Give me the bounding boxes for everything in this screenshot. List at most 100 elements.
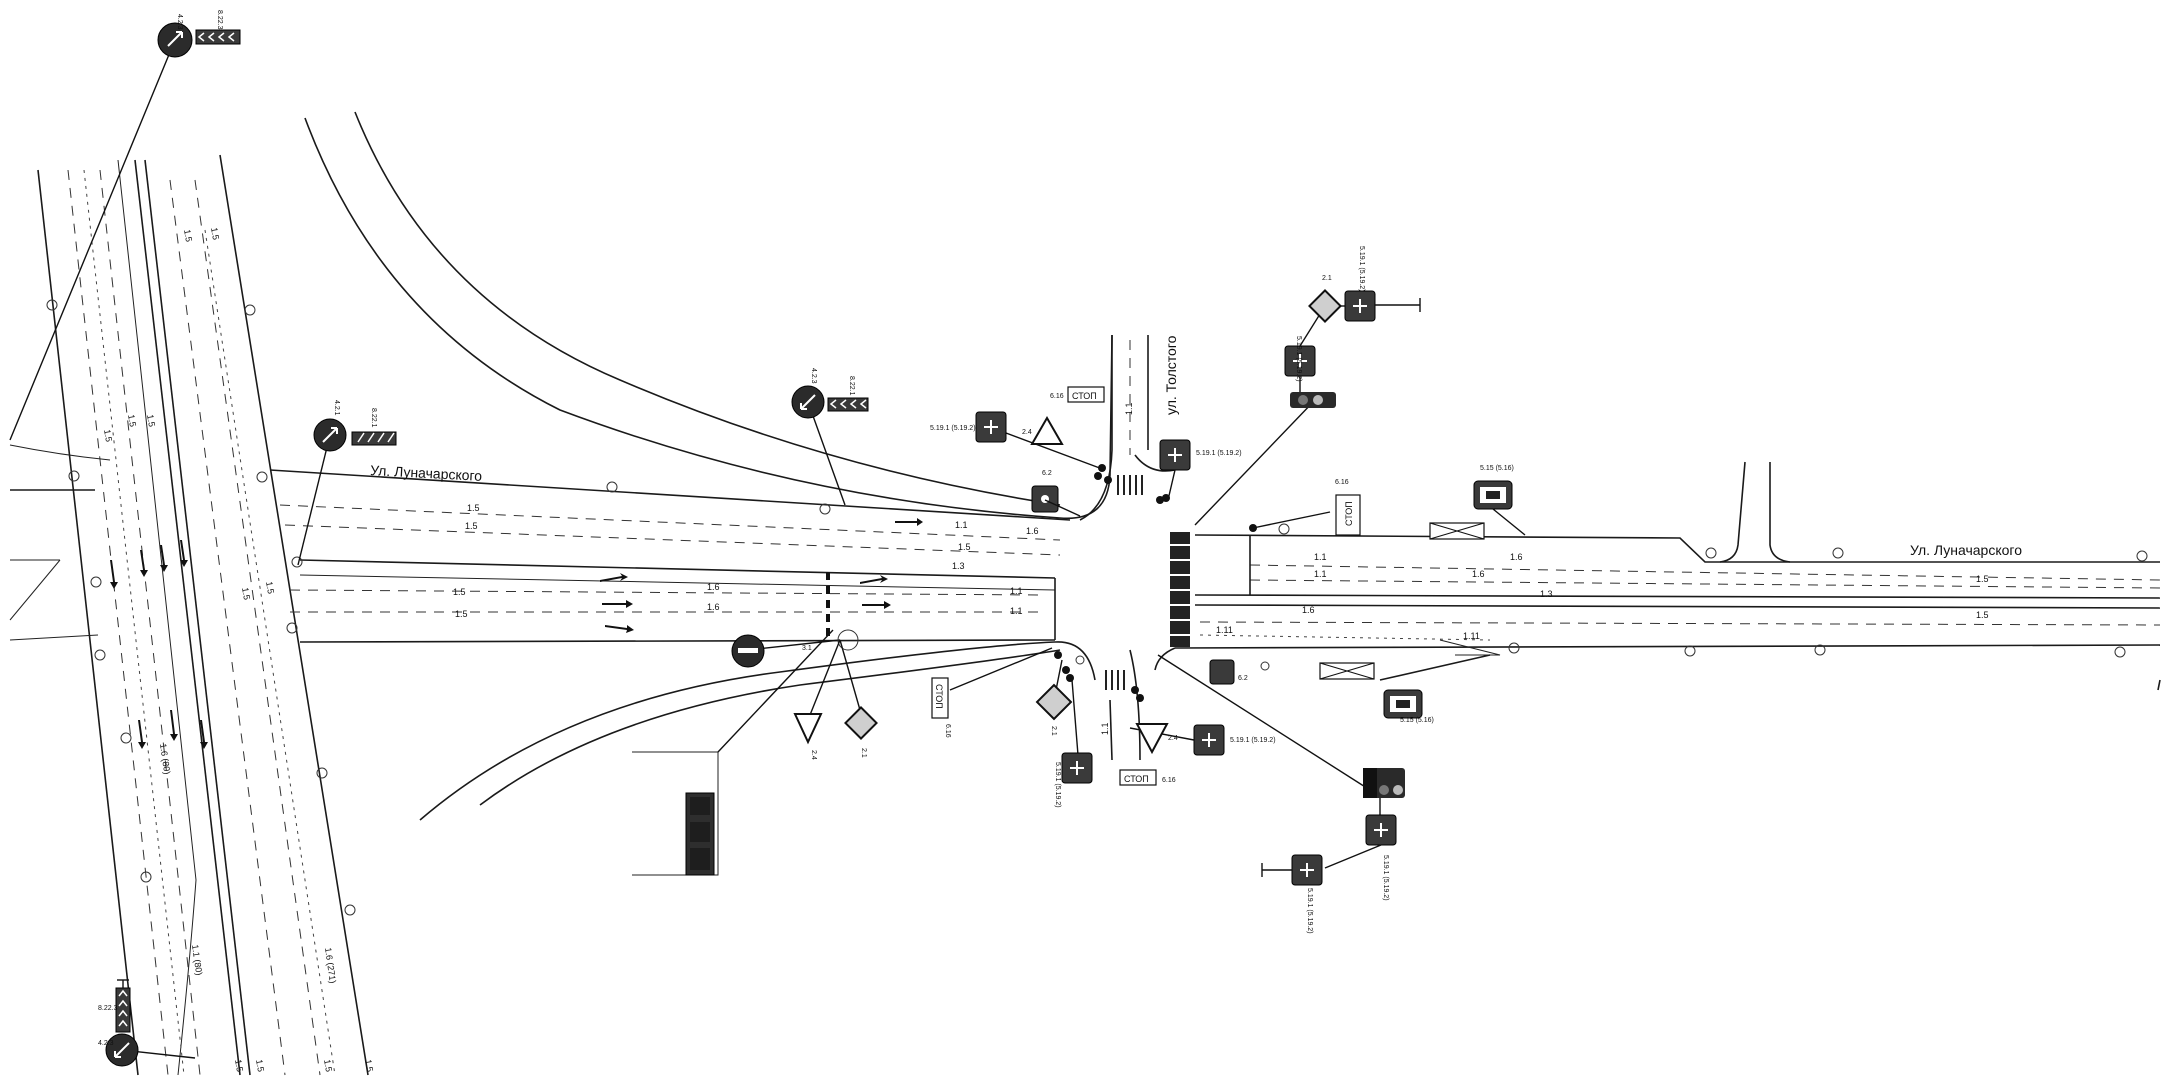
sign-group-nw-avenue: 4.2.3 8.22.3 <box>9 10 241 441</box>
marking-label: 1.6 <box>707 582 720 592</box>
sign-group-se-corner: 5.19.1 (5.19.2) 5.19.1 (5.19.2) 5.19.1 (… <box>1119 654 1405 934</box>
sign-code-label: 6.16 <box>1335 479 1349 486</box>
sign-code-label: 2.4 <box>1022 429 1032 436</box>
crosswalk-east <box>1170 532 1190 647</box>
marking-label: 1.1 <box>1124 402 1134 415</box>
marking-label: 1.5 <box>240 587 252 601</box>
marking-label: 1.5 <box>233 1059 245 1073</box>
marking-label: 1.5 <box>1976 574 1989 584</box>
stop-sign-text: СТОП <box>934 684 944 709</box>
main-road-sign-icon <box>844 706 878 740</box>
sign-group-nw-corner: 5.19.1 (5.19.2) 2.4 СТОП 6.16 6.2 <box>930 386 1112 517</box>
sign-code-label: 5.19.1 (5.19.2) <box>1358 246 1365 292</box>
main-road-sign-icon <box>1035 683 1073 721</box>
stop-sign-icon <box>1067 386 1105 403</box>
lunacharsky-west-roadway <box>10 111 1113 876</box>
crosswalk-north <box>1117 475 1143 495</box>
traffic-light-icon <box>690 797 710 815</box>
marking-label: 1.6 <box>1026 526 1039 536</box>
sign-group-sw-corner: СТОП 6.16 2.1 5.19.1 (5.19.2) <box>931 647 1093 808</box>
sign-code-label: 5.19.1 (5.19.2) <box>1230 737 1276 744</box>
sign-code-label: 2.4 <box>1168 735 1178 742</box>
lunacharsky-east-roadway <box>1154 461 2161 691</box>
traffic-light-icon <box>690 822 710 842</box>
marking-label: 1.1 <box>1010 586 1023 596</box>
marking-label: 1.5 <box>264 581 276 595</box>
yield-sign-icon <box>793 713 823 745</box>
marking-label: 1.6 <box>1510 552 1523 562</box>
sign-group-east-south: 6.2 5.15 (5.16) <box>1209 659 1434 724</box>
marking-label: 1.1 <box>1100 722 1110 735</box>
marking-label: 1.6 (80) <box>158 743 172 775</box>
yield-sign-icon <box>1030 415 1064 445</box>
sign-code-label: 6.16 <box>1162 777 1176 784</box>
marking-label: 1.5 <box>126 414 138 428</box>
sign-code-label: 2.1 <box>1050 726 1057 736</box>
sign-code-label: 4.2.1 <box>333 400 340 416</box>
sign-code-label: 6.16 <box>1050 393 1064 400</box>
marking-label: 1.1 <box>1314 569 1327 579</box>
sign-code-label: 5.19.1 (5.19.2) <box>1054 762 1061 808</box>
sign-code-label: 8.22.1 <box>848 376 855 396</box>
crossed-box-north <box>1429 522 1485 540</box>
sign-code-label: 2.1 <box>860 748 867 758</box>
sign-code-label: 5.19.1 (5.19.2) <box>1382 855 1389 901</box>
marking-label: 1.6 <box>707 602 720 612</box>
stop-sign-icon <box>1335 494 1361 536</box>
traffic-light-icon <box>1209 659 1235 685</box>
sign-code-label: 4.2.3 <box>810 368 817 384</box>
sign-code-label: 5.15 (5.16) <box>1400 717 1434 724</box>
marking-label: 1.5 <box>455 609 468 619</box>
stop-sign-icon <box>931 677 949 719</box>
marking-label: 1.5 <box>209 227 221 241</box>
marking-label: 1.11 <box>1463 631 1480 641</box>
sign-code-label: 6.16 <box>944 724 951 738</box>
sign-code-label: 4.2.3 <box>176 14 183 30</box>
yield-sign-icon <box>1135 723 1169 755</box>
stop-sign-icon <box>1119 769 1157 786</box>
marking-label: 1.1 (80) <box>190 944 204 976</box>
sign-code-label: 5.19.1 (5.19.2) <box>1196 450 1242 457</box>
sign-code-label: 5.19.1 (5.19.2) <box>1306 888 1313 934</box>
marking-label: 1.3 <box>1540 589 1553 599</box>
street-name-lunacharsky-east: Ул. Луначарского <box>1910 542 2022 558</box>
marking-label: 1.5 <box>467 503 480 513</box>
marking-label: 1.5 <box>453 587 466 597</box>
marking-label: 1.5 <box>465 521 478 531</box>
stop-sign-text: СТОП <box>1344 501 1354 526</box>
street-name-lunacharsky-west: Ул. Луначарского <box>370 462 483 484</box>
marking-label: 1.5 <box>322 1059 334 1073</box>
sign-code-label: 5.15 (5.16) <box>1480 465 1514 472</box>
sign-code-label: 5.19.1 (5.19.2) <box>1295 336 1302 382</box>
traffic-light-lower-left <box>685 792 715 876</box>
sign-group-w-keep-left: 4.2.1 8.22.1 <box>297 400 397 566</box>
marking-label: 1.3 <box>952 561 965 571</box>
marking-label: 1.5 <box>254 1059 266 1073</box>
avenue-roadway <box>9 154 369 1076</box>
sign-code-label: 6.2 <box>1238 675 1248 682</box>
marking-label: 1.5 <box>102 429 114 443</box>
sign-group-island-south: 3.1 2.4 2.1 <box>717 629 878 760</box>
stop-sign-text: СТОП <box>1124 774 1149 784</box>
sign-code-label: 2.1 <box>1322 275 1332 282</box>
sign-group-island-north: 4.2.3 8.22.1 <box>791 368 869 506</box>
sign-code-label: 8.22.3 <box>216 10 223 30</box>
marking-label: 1.11 <box>1216 625 1233 635</box>
marking-label: 1.6 (271) <box>323 947 338 984</box>
marking-label: 1.1 <box>1314 552 1327 562</box>
utility-markers <box>46 299 2148 916</box>
sign-group-ne-corner: 5.19.1 (5.19.2) 5.19.1 (5.19.2) 2.1 5.19… <box>1156 246 1421 526</box>
marking-label: 1.6 <box>1472 569 1485 579</box>
sign-code-label: 2.4 <box>810 750 817 760</box>
sign-code-label: 6.2 <box>1042 470 1052 477</box>
sign-group-sw-avenue: 8.22.3 4.2.3 <box>98 979 196 1067</box>
sign-code-label: 3.1 <box>802 645 812 652</box>
lane-arrows <box>110 518 923 749</box>
sign-group-east-north: СТОП 6.16 5.15 (5.16) <box>1249 465 1526 536</box>
marking-label: 1.1 <box>955 520 968 530</box>
marking-labels: 1.5 1.5 1.5 1.5 1.6 1.6 1.1 1.6 1.5 1.3 … <box>102 227 1988 1073</box>
sign-code-label: 8.22.1 <box>370 408 377 428</box>
main-road-sign-icon <box>1308 289 1342 323</box>
sign-code-label: 5.19.1 (5.19.2) <box>930 425 976 432</box>
